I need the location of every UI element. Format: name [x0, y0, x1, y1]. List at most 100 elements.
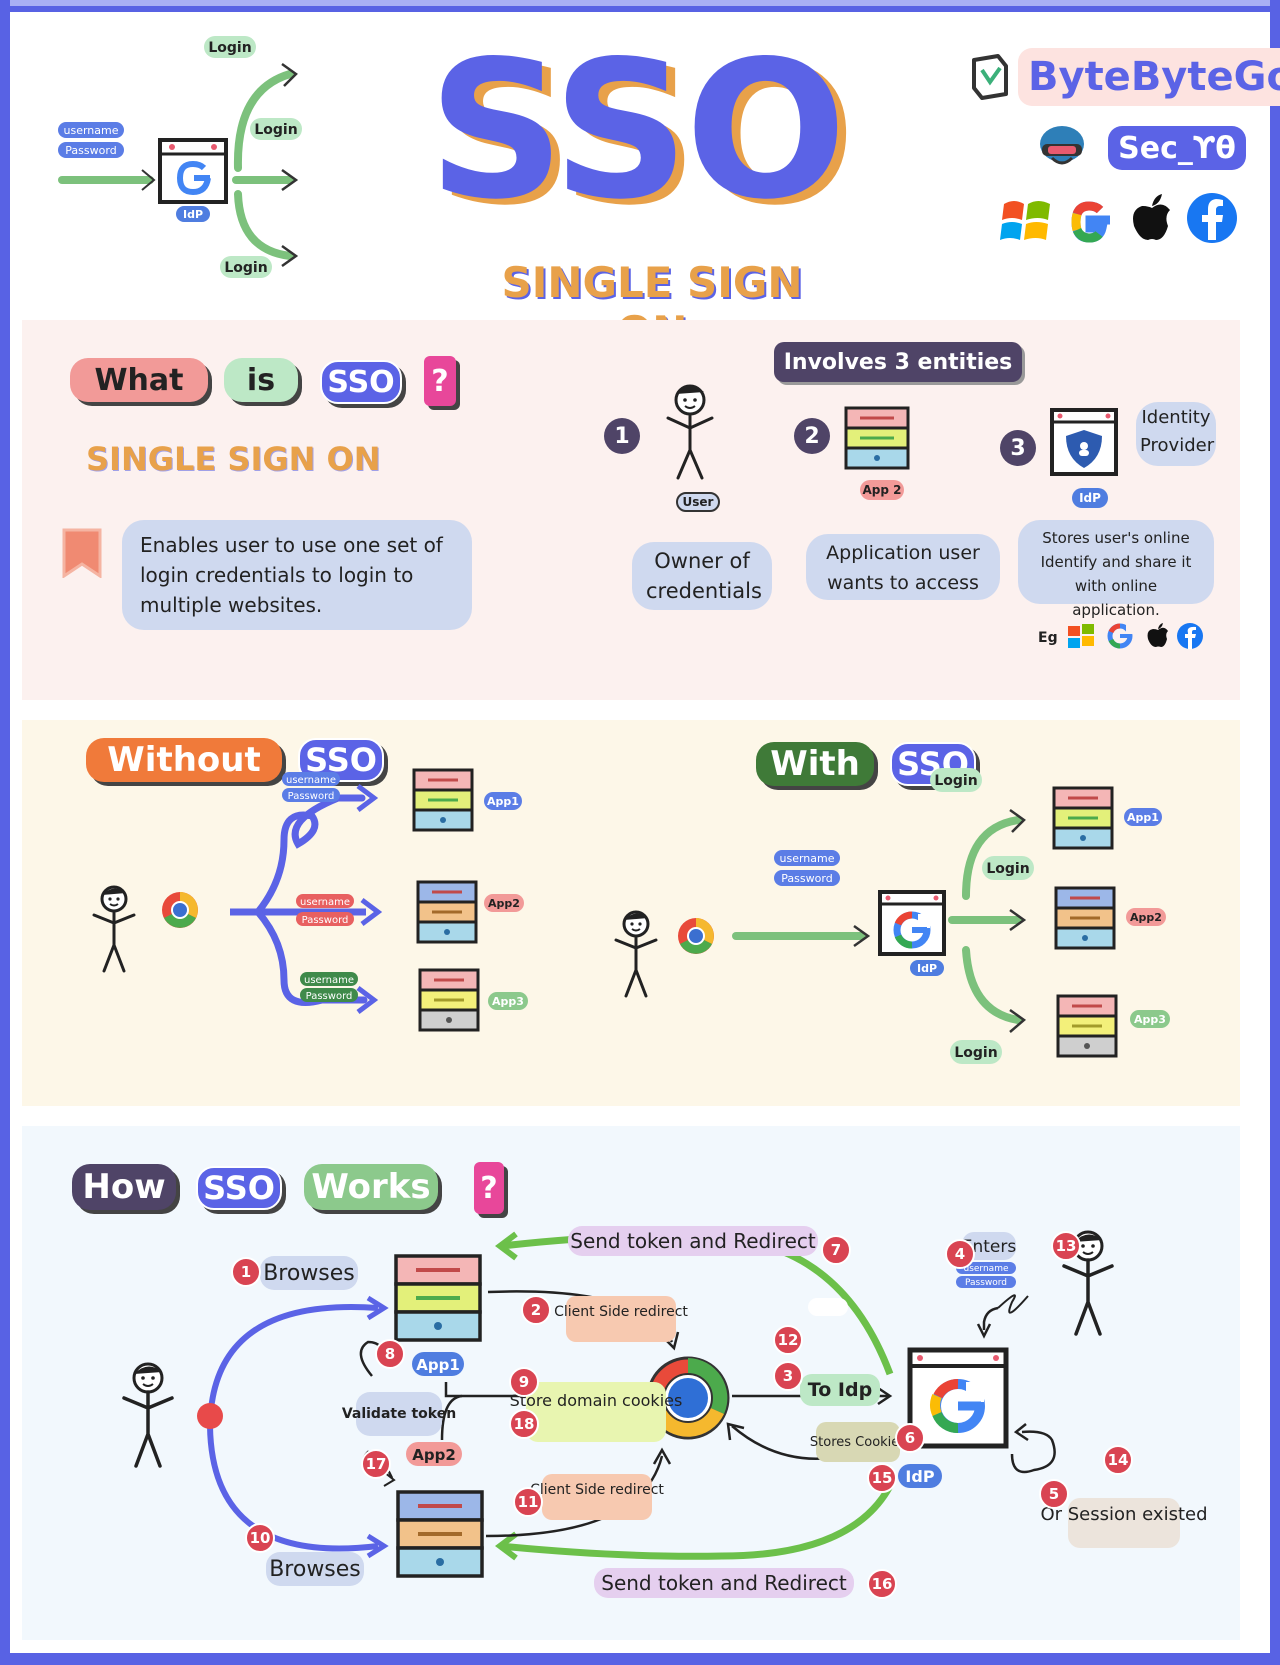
without-with-panel: Without SSO With SSO: [22, 720, 1240, 1106]
send-token-label: Send token and Redirect: [570, 1229, 816, 1253]
entity-number: 2: [794, 418, 830, 454]
login-label: Login: [954, 1045, 997, 1061]
step-6: 6: [905, 1429, 915, 1447]
google-icon: [1071, 201, 1110, 243]
without-word: Without: [86, 738, 282, 782]
facebook-icon: [1187, 193, 1237, 243]
step-4: 4: [955, 1245, 965, 1263]
user-stick-figure-icon: [666, 384, 714, 480]
login-label: Login: [986, 861, 1029, 877]
sso-description: Enables user to use one set of login cre…: [122, 520, 472, 630]
app-label: App2: [1130, 911, 1162, 924]
bytebytego-icon: [972, 54, 1008, 100]
windows-icon: [1068, 624, 1094, 648]
app2-label: App2: [412, 1446, 456, 1464]
eg-label: Eg: [1038, 630, 1058, 646]
with-word: With: [756, 742, 874, 786]
chrome-browser-icon: [678, 918, 714, 954]
what-word: What: [70, 358, 208, 402]
entity-tag: IdP: [1072, 488, 1108, 508]
what-subtitle: SINGLE SIGN ON: [86, 440, 381, 478]
page-title: SSO SSO: [428, 20, 856, 247]
app-label: App1: [487, 795, 519, 808]
app1-label: App1: [416, 1356, 460, 1374]
password-label: Password: [965, 1278, 1007, 1288]
step-10: 10: [250, 1529, 271, 1547]
app-server-icon: [416, 880, 478, 944]
username-label: username: [286, 775, 336, 786]
step-7: 7: [831, 1241, 841, 1259]
step-2: 2: [531, 1301, 541, 1319]
step-14: 14: [1108, 1451, 1129, 1469]
entity-description: Stores user's online Identify and share …: [1018, 520, 1214, 619]
app-server-icon: [418, 968, 480, 1032]
without-with-diagram: username Password username Password user…: [92, 768, 1170, 1064]
client-redirect-label: Client Side redirect: [554, 1304, 688, 1320]
stores-cookies-label: Stores Cookies: [810, 1435, 906, 1450]
app-label: App3: [1134, 1013, 1166, 1026]
client-redirect-label: Client Side redirect: [530, 1482, 664, 1498]
store-cookies-label: Store domain cookies: [510, 1391, 683, 1410]
username-label: username: [64, 124, 119, 137]
app2-server-icon: [396, 1490, 484, 1578]
browses-label: Browses: [269, 1557, 361, 1582]
username-label: username: [300, 897, 350, 908]
what-is-sso-panel: What is SSO ? SINGLE SIGN ON Enables use…: [22, 320, 1240, 700]
idp-label: IdP: [183, 208, 203, 221]
step-8: 8: [385, 1345, 395, 1363]
step-13: 13: [1056, 1237, 1077, 1255]
provider-logos: [998, 190, 1248, 250]
idp-shield-icon: [1050, 408, 1118, 476]
app1-server-icon: [394, 1254, 482, 1342]
step-3: 3: [783, 1367, 793, 1385]
app-label: App2: [488, 897, 520, 910]
step-16: 16: [872, 1575, 893, 1593]
chrome-browser-icon: [646, 1356, 730, 1440]
is-word: is: [224, 358, 298, 402]
entity-number: 1: [604, 418, 640, 454]
step-5: 5: [1049, 1485, 1059, 1503]
app-server-icon: [1054, 886, 1116, 950]
password-label: Password: [65, 144, 116, 157]
brand-logo: ByteByteGo: [968, 46, 1280, 106]
login-label: Login: [224, 260, 267, 276]
app-label: App1: [1127, 811, 1159, 824]
entity-description: Owner of credentials: [632, 542, 772, 610]
step-18: 18: [514, 1415, 535, 1433]
brand-name: ByteByteGo: [1018, 48, 1280, 106]
idp-server-icon: [158, 138, 228, 204]
top-diagram: username Password IdP Login Login Login: [58, 36, 302, 278]
app-server-icon: [412, 768, 474, 832]
windows-icon: [1000, 201, 1050, 240]
sso-word: SSO: [196, 1166, 282, 1210]
username-label: username: [304, 975, 354, 986]
idp-label: IdP: [917, 962, 937, 975]
how-word: How: [72, 1164, 176, 1210]
idp-label: IdP: [905, 1467, 934, 1486]
app-label: App3: [492, 995, 524, 1008]
apple-icon: [1147, 623, 1168, 647]
step-1: 1: [241, 1263, 251, 1281]
how-sso-works-diagram: App1 App2 IdP: [122, 1226, 1208, 1599]
login-label: Login: [254, 122, 297, 138]
password-label: Password: [781, 872, 832, 885]
entity-tag: User: [676, 492, 720, 512]
send-token-label: Send token and Redirect: [601, 1571, 847, 1595]
bookmark-icon: [62, 528, 102, 578]
password-label: Password: [288, 791, 335, 802]
facebook-icon: [1177, 623, 1203, 649]
or-session-label: Or Session existed: [1040, 1504, 1207, 1525]
to-idp-label: To Idp: [808, 1379, 872, 1401]
entity-tag: App 2: [860, 480, 904, 500]
step-11: 11: [518, 1493, 539, 1511]
step-15: 15: [872, 1469, 893, 1487]
step-9: 9: [519, 1373, 529, 1391]
idp-google-server-icon: [880, 892, 944, 954]
sso-word: SSO: [320, 360, 402, 404]
user-stick-figure-icon: [92, 885, 136, 973]
step-17: 17: [366, 1455, 387, 1473]
enters-label: Enters: [962, 1237, 1017, 1257]
step-12: 12: [778, 1331, 799, 1349]
login-label: Login: [208, 40, 251, 56]
chrome-browser-icon: [162, 892, 198, 928]
